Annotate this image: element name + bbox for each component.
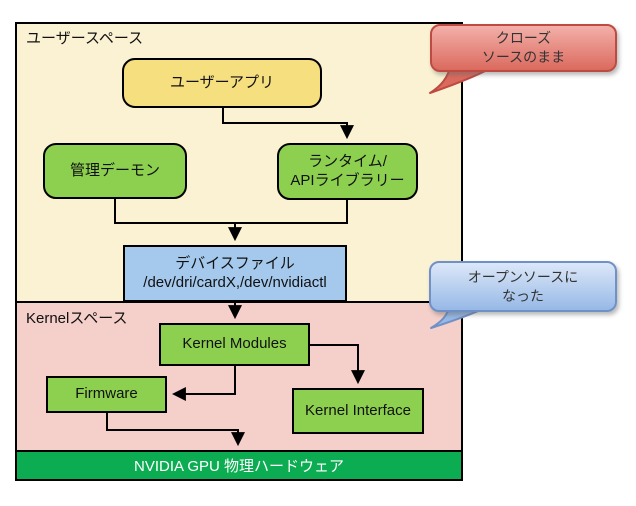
device-file-label-line2: /dev/dri/cardX,/dev/nvidiactl <box>143 273 327 291</box>
admin-daemon-box: 管理デーモン <box>43 143 187 199</box>
runtime-api-label-line2: APIライブラリー <box>290 171 405 189</box>
nvidia-hardware-bar: NVIDIA GPU 物理ハードウェア <box>15 450 463 481</box>
user-app-label: ユーザーアプリ <box>169 73 275 91</box>
firmware-box: Firmware <box>46 376 167 413</box>
kernel-interface-box: Kernel Interface <box>292 388 424 434</box>
open-source-line2: なった <box>502 287 544 304</box>
closed-source-line1: クローズ <box>495 30 552 47</box>
kernel-space-label: Kernelスペース <box>26 310 128 327</box>
kernel-interface-label: Kernel Interface <box>305 401 411 419</box>
nvidia-hardware-label: NVIDIA GPU 物理ハードウェア <box>133 458 345 475</box>
closed-source-line2: ソースのまま <box>481 49 566 65</box>
open-source-line1: オープンソースに <box>467 268 579 285</box>
firmware-label: Firmware <box>75 385 138 403</box>
runtime-api-box: ランタイム/ APIライブラリー <box>277 143 418 200</box>
device-file-label-line1: デバイスファイル <box>175 254 295 272</box>
user-space-label: ユーザースペース <box>26 30 144 47</box>
admin-daemon-label: 管理デーモン <box>69 161 160 179</box>
device-file-box: デバイスファイル /dev/dri/cardX,/dev/nvidiactl <box>123 245 347 302</box>
kernel-modules-box: Kernel Modules <box>159 323 310 366</box>
open-source-callout: オープンソースに なった <box>429 261 617 312</box>
runtime-api-label-line1: ランタイム/ <box>308 152 387 170</box>
closed-source-callout: クローズ ソースのまま <box>430 24 617 72</box>
kernel-modules-label: Kernel Modules <box>182 335 287 353</box>
user-app-box: ユーザーアプリ <box>122 58 322 108</box>
